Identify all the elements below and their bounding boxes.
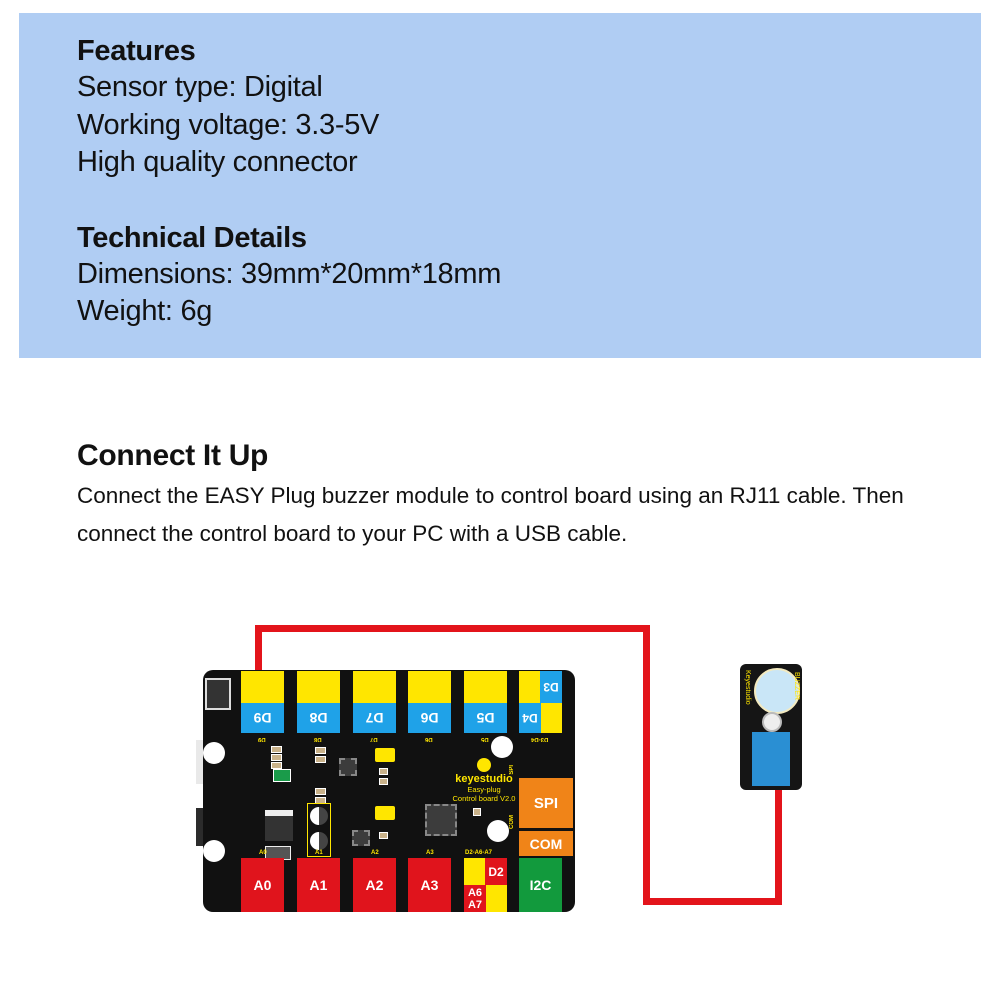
- connect-heading: Connect It Up: [77, 439, 269, 472]
- port-d6: D6: [408, 671, 451, 733]
- mount-hole: [762, 712, 782, 732]
- port-a3: A3: [408, 858, 451, 912]
- port-label: D9: [241, 703, 284, 733]
- port-label: D6: [408, 703, 451, 733]
- pin-label: D2-A6-A7: [465, 850, 493, 856]
- connect-paragraph: Connect the EASY Plug buzzer module to c…: [77, 483, 904, 546]
- control-board: D9 D8 D7 D6 D5 D3 D4 D9 D8 D7 D6 D5 D3-D…: [203, 670, 575, 912]
- pin-label: D3-D4: [531, 736, 549, 742]
- port-d8: D8: [297, 671, 340, 733]
- capacitor-box: [307, 803, 331, 857]
- port-label: D5: [464, 703, 507, 733]
- technical-heading: Technical Details: [77, 221, 307, 254]
- feature-line: High quality connector: [77, 146, 358, 178]
- microcontroller: [425, 804, 457, 836]
- pin-label: D8: [314, 736, 322, 742]
- port-d5: D5: [464, 671, 507, 733]
- cable-segment: [775, 785, 782, 905]
- port-d3-d4: D3 D4: [519, 671, 562, 733]
- port-spi: SPI: [519, 778, 573, 828]
- smd-part: [271, 746, 282, 753]
- mount-hole: [491, 736, 513, 758]
- technical-line: Dimensions: 39mm*20mm*18mm: [77, 257, 502, 290]
- port-a0: A0: [241, 858, 284, 912]
- header-pins: [375, 748, 395, 762]
- port-d9: D9: [241, 671, 284, 733]
- smd-part: [473, 808, 481, 816]
- board-subtitle: Easy-plug: [467, 785, 501, 794]
- side-label: COM: [509, 815, 515, 829]
- port-label: D7: [353, 703, 396, 733]
- cable-segment: [255, 625, 650, 632]
- mount-hole: [487, 820, 509, 842]
- capacitor: [310, 807, 328, 825]
- port-a1: A1: [297, 858, 340, 912]
- port-label: A7: [467, 898, 483, 911]
- rj11-port: [752, 732, 790, 786]
- connect-section: Connect It Up Connect the EASY Plug buzz…: [77, 436, 957, 553]
- port-label: D8: [297, 703, 340, 733]
- pin-label: A2: [371, 850, 379, 856]
- smd-part: [379, 778, 388, 785]
- features-heading: Features: [77, 35, 196, 67]
- smd-part: [271, 762, 282, 769]
- header-pins: [375, 806, 395, 820]
- pin-label: D7: [370, 736, 378, 742]
- board-branding: keyestudio Easy-plug Control board V2.0: [444, 758, 524, 803]
- board-subtitle: Control board V2.0: [452, 794, 516, 803]
- port-label: A6: [467, 886, 483, 899]
- spec-content: Features Sensor type: Digital Working vo…: [77, 33, 501, 331]
- pin-label: A3: [426, 850, 434, 856]
- cable-segment: [643, 625, 650, 905]
- ic-chip: [352, 830, 370, 846]
- smd-part: [379, 832, 388, 839]
- side-label: SPI: [509, 765, 515, 775]
- spec-box: Features Sensor type: Digital Working vo…: [19, 13, 981, 358]
- feature-line: Working voltage: 3.3-5V: [77, 108, 380, 141]
- buzzer-brand: Keyestudio: [744, 670, 751, 705]
- buzzer-module: Keyestudio BUZZER: [740, 664, 802, 790]
- cable-segment: [643, 898, 782, 905]
- port-d2-a6-a7: D2 A6 A7: [464, 858, 507, 912]
- port-label: D3: [540, 671, 562, 703]
- feature-line: Sensor type: Digital: [77, 71, 323, 103]
- pin-label: A0: [259, 850, 267, 856]
- smd-part: [315, 756, 326, 763]
- buzzer-label: BUZZER: [793, 672, 800, 700]
- technical-line: Weight: 6g: [77, 295, 213, 327]
- pin-label: A1: [315, 850, 323, 856]
- mount-hole: [203, 840, 225, 862]
- fuse: [273, 769, 291, 782]
- mount-hole: [203, 742, 225, 764]
- port-a2: A2: [353, 858, 396, 912]
- port-label: D4: [519, 703, 541, 733]
- smd-part: [315, 788, 326, 795]
- cable-segment: [255, 625, 262, 673]
- usb-chip: [339, 758, 357, 776]
- pin-label: D6: [425, 736, 433, 742]
- smd-part: [379, 768, 388, 775]
- pin-label: D5: [481, 736, 489, 742]
- pin-label: D9: [258, 736, 266, 742]
- capacitor: [310, 832, 328, 850]
- smd-part: [271, 754, 282, 761]
- port-label: D2: [485, 858, 507, 885]
- smd-part: [315, 747, 326, 754]
- ladybug-logo-icon: [477, 758, 491, 772]
- regulator: [265, 810, 293, 841]
- reset-button: [205, 678, 231, 710]
- board-brand: keyestudio: [455, 773, 513, 785]
- port-label-group: A6 A7: [464, 885, 486, 912]
- port-d7: D7: [353, 671, 396, 733]
- port-com: COM: [519, 831, 573, 856]
- port-i2c: I2C: [519, 858, 562, 912]
